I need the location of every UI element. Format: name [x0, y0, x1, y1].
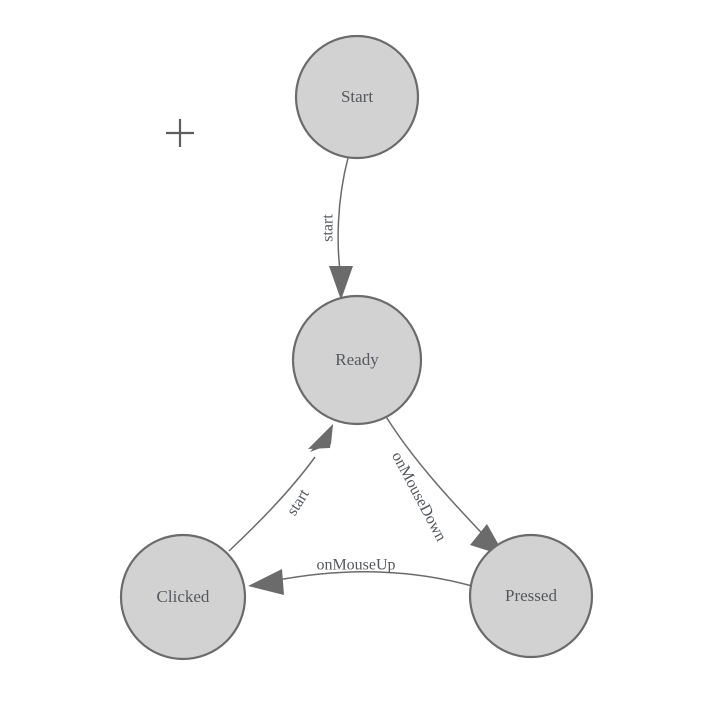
node-ready[interactable]: Ready	[291, 294, 423, 426]
node-pressed-circle	[468, 533, 594, 659]
edge-clicked-to-ready-arrowhead-fill	[308, 424, 333, 449]
edge-start-to-ready[interactable]	[329, 157, 353, 300]
node-pressed-label: Pressed	[505, 586, 557, 605]
node-start-circle	[294, 34, 420, 160]
node-clicked-circle	[119, 533, 247, 661]
node-clicked[interactable]: Clicked	[119, 533, 247, 661]
node-start-label: Start	[341, 87, 373, 106]
edge-clicked-to-ready[interactable]	[228, 424, 333, 552]
node-start[interactable]: Start	[294, 34, 420, 160]
node-clicked-label: Clicked	[157, 587, 210, 606]
node-pressed[interactable]: Pressed	[468, 533, 594, 659]
edge-label-start-to-ready: start	[320, 214, 337, 242]
edge-start-to-ready-arrowhead	[329, 266, 353, 300]
node-ready-label: Ready	[335, 350, 379, 369]
edge-pressed-to-clicked[interactable]	[248, 569, 473, 595]
edge-start-to-ready-path	[337, 157, 349, 279]
edge-pressed-to-clicked-arrowhead	[248, 569, 284, 595]
edge-clicked-to-ready-path	[228, 456, 316, 552]
plus-marker-icon	[166, 119, 194, 147]
edge-label-pressed-to-clicked: onMouseUp	[316, 557, 395, 574]
node-ready-circle	[291, 294, 423, 426]
edge-pressed-to-clicked-path	[272, 571, 473, 587]
